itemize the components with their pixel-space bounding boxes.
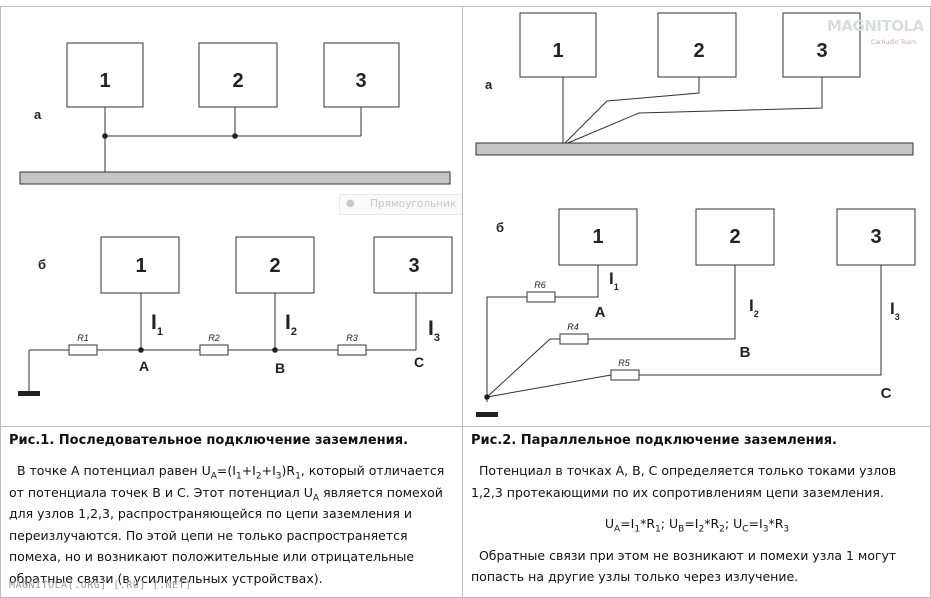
fig2b-label: б (496, 220, 504, 235)
fig1b-block-1 (100, 236, 180, 294)
fig1a-block-2 (198, 42, 278, 108)
fig1-paragraph: В точке А потенциал равен UA=(I1+I2+I3)R… (9, 463, 445, 586)
fig1a-label: а (34, 107, 42, 122)
fig2b-current-2: I2 (749, 296, 759, 319)
fig1a-ground-bus (19, 171, 451, 185)
watermark-text: MAGNITOLA[.ORG] [.RU] [.NET] (9, 580, 192, 591)
fig1-caption-title: Рис.1. Последовательное подключение зазе… (9, 433, 409, 448)
fig1b-block-3 (373, 236, 453, 294)
magnitola-logo: MAGNITOLA CarAudio Team (827, 17, 924, 51)
fig1b-point-c: C (414, 354, 424, 370)
fig2a-block-3-label: 3 (816, 40, 827, 62)
fig2b-resistor-r5 (610, 369, 640, 381)
fig2b-resistor-r6 (526, 291, 556, 303)
fig2a-block-3 (782, 12, 861, 78)
fig1b-current-2: I2 (285, 311, 297, 338)
fig1b-resistor-r1-label: R1 (77, 333, 89, 343)
fig2a-block-2-label: 2 (693, 40, 704, 62)
fig1b-node-b (272, 347, 278, 353)
fig2b-block-1-label: 1 (592, 226, 603, 248)
fig1b-current-1: I1 (151, 311, 163, 338)
fig1-diagram-cell: а 1 2 3 б 1 2 3 (0, 6, 542, 427)
fig1a-block-1-label: 1 (99, 70, 110, 92)
fig2-caption-title: Рис.2. Параллельное подключение заземлен… (471, 433, 837, 448)
fig1b-current-3: I3 (428, 317, 440, 344)
fig1b-block-3-label: 3 (408, 255, 419, 277)
fig2-diagram: а 1 2 3 б 1 2 3 (475, 12, 916, 417)
fig1a-block-3-label: 3 (355, 70, 366, 92)
fig1b-block-2-label: 2 (269, 255, 280, 277)
fig2b-point-a: A (595, 304, 606, 321)
fig2b-node (484, 394, 490, 400)
fig2b-current-1: I1 (609, 269, 619, 292)
fig2-paragraph-1: Потенциал в точках А, В, С определяется … (471, 463, 897, 500)
fig1b-block-1-label: 1 (135, 255, 146, 277)
fig2a-block-1-label: 1 (552, 40, 563, 62)
fig2a-block-1 (519, 12, 597, 78)
fig2a-label: а (485, 77, 493, 92)
fig2b-resistor-r4 (559, 333, 589, 345)
fig2b-block-2 (695, 208, 775, 266)
fig1b-resistor-r2 (199, 344, 229, 356)
fig1-caption-text: В точке А потенциал равен UA=(I1+I2+I3)R… (9, 460, 461, 589)
fig2b-resistor-r4-label: R4 (567, 322, 579, 332)
fig2b-block-2-label: 2 (729, 226, 740, 248)
fig2b-resistor-r6-label: R6 (534, 280, 546, 290)
fig2a-block-2 (657, 12, 737, 78)
fig2b-block-3 (836, 208, 916, 266)
fig1b-block-2 (235, 236, 315, 294)
fig2b-ground-symbol (476, 412, 498, 417)
fig2a-ground-bus (475, 142, 914, 156)
fig2-caption-text: Потенциал в точках А, В, С определяется … (471, 460, 923, 588)
fig1b-node-a (138, 347, 144, 353)
logo-sub-text: CarAudio Team (871, 39, 917, 46)
fig1a-block-1 (66, 42, 144, 108)
fig2b-block-1 (558, 208, 638, 266)
fig1b-resistor-r1 (68, 344, 98, 356)
info-icon: ● (346, 198, 355, 209)
fig1a-node-2 (232, 133, 238, 139)
fig1b-label: б (38, 257, 46, 272)
fig1a-block-2-label: 2 (232, 70, 243, 92)
fig1b-point-a: A (139, 358, 149, 374)
fig1b-point-b: B (275, 360, 285, 376)
fig1b-resistor-r2-label: R2 (208, 333, 220, 343)
fig1-caption-cell: Рис.1. Последовательное подключение зазе… (0, 426, 463, 598)
logo-main-text: MAGNITOLA (827, 17, 924, 35)
tooltip-label: Прямоугольник (370, 198, 457, 210)
fig2b-current-3: I3 (890, 299, 900, 322)
fig1a-node-1 (102, 133, 108, 139)
fig1b-ground-symbol (18, 391, 40, 396)
fig1b-resistor-r3 (337, 344, 367, 356)
fig2-formula: UA=I1*R1; UB=I2*R2; UC=I3*R3 (604, 516, 790, 535)
fig2b-point-c: C (881, 385, 892, 402)
fig2-caption-cell: Рис.2. Параллельное подключение заземлен… (462, 426, 931, 598)
fig2-paragraph-2: Обратные связи при этом не возникают и п… (471, 547, 897, 585)
fig2b-point-b: B (740, 344, 751, 361)
fig2b-block-3-label: 3 (870, 226, 881, 248)
fig1-diagram: а 1 2 3 б 1 2 3 (18, 42, 453, 396)
fig1b-resistor-r3-label: R3 (346, 333, 358, 343)
fig2b-resistor-r5-label: R5 (618, 358, 630, 368)
fig1a-block-3 (323, 42, 400, 108)
fig2-diagram-cell: а 1 2 3 б 1 2 3 (462, 6, 931, 427)
